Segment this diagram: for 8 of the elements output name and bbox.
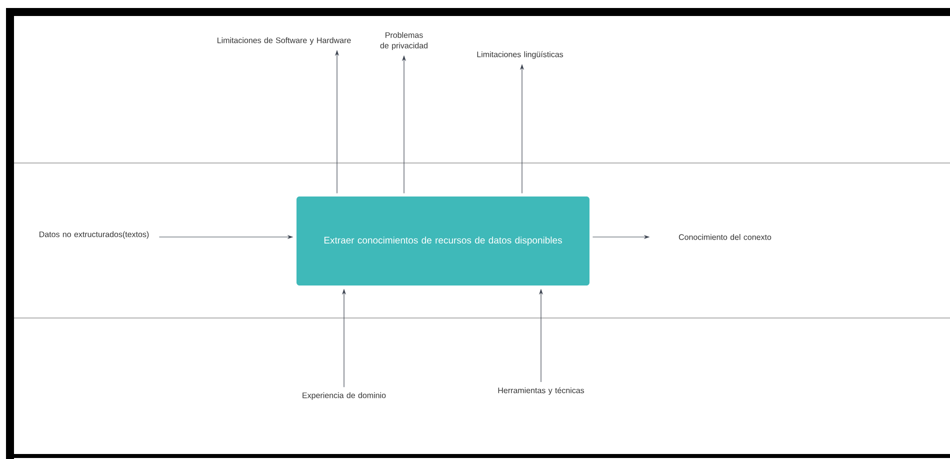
- process-box: Extraer conocimientos de recursos de datos disponibles: [296, 196, 590, 286]
- label-text: Conocimiento del conexto: [678, 234, 772, 240]
- label-text: Datos no extructurados(textos): [40, 231, 149, 239]
- label-text: Limitaciones de Software y Hardware: [218, 37, 351, 45]
- label-text: Limitaciones lingüísticas: [477, 51, 564, 59]
- label-text: Experiencia de dominio: [302, 392, 386, 400]
- label-text: Problemas de privacidad: [380, 32, 428, 50]
- label-text: Herramientas y técnicas: [498, 387, 584, 395]
